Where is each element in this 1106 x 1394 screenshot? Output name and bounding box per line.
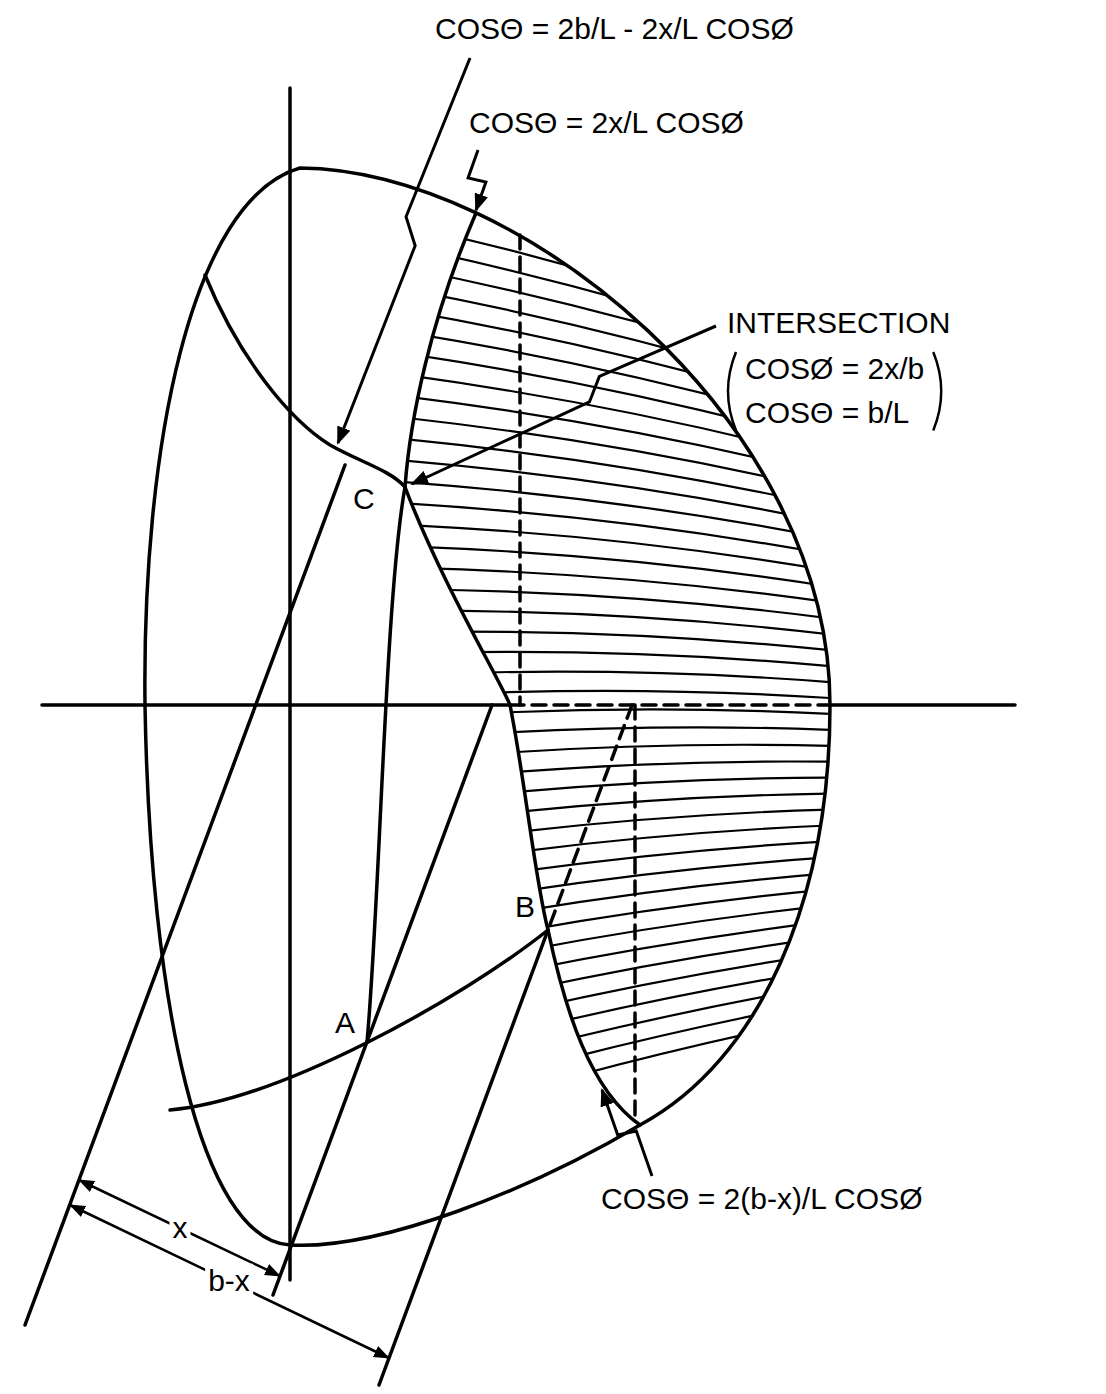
hatch-line bbox=[360, 567, 870, 608]
hatch-line bbox=[360, 589, 870, 624]
hatch-line bbox=[360, 672, 870, 686]
hatch-line bbox=[360, 793, 870, 831]
leader-line bbox=[412, 326, 716, 484]
hatch-line bbox=[360, 963, 870, 1073]
hatch-line bbox=[360, 886, 870, 963]
leader-line bbox=[602, 1090, 652, 1176]
callout-label: INTERSECTION bbox=[724, 306, 953, 341]
oblique-axis bbox=[25, 465, 345, 1325]
hatch-line bbox=[360, 709, 870, 721]
hatch-line bbox=[360, 652, 870, 670]
boundary-curve bbox=[205, 275, 405, 487]
leader-group bbox=[70, 58, 941, 1358]
hatch-line bbox=[360, 691, 870, 701]
hatch-line bbox=[360, 761, 870, 787]
dimension-label: b-x bbox=[205, 1264, 253, 1299]
point-label: B bbox=[512, 890, 538, 925]
region-boundary bbox=[405, 213, 640, 1125]
dimension-line bbox=[70, 1205, 389, 1358]
bracket bbox=[728, 352, 736, 431]
vertical-axis bbox=[288, 88, 292, 1280]
horizontal-axis bbox=[830, 703, 1015, 707]
point-label: A bbox=[332, 1006, 358, 1041]
hatch-line bbox=[360, 839, 870, 897]
parallel-line bbox=[273, 705, 492, 1295]
hatch-line bbox=[360, 932, 870, 1029]
hatch-line bbox=[360, 978, 870, 1095]
hatch-line bbox=[360, 727, 870, 743]
dimension-label: x bbox=[170, 1211, 191, 1246]
horizontal-axis bbox=[42, 703, 510, 707]
hatch-line bbox=[360, 457, 870, 531]
bracket bbox=[933, 352, 941, 431]
dimension-line bbox=[79, 1180, 280, 1276]
hatch-line bbox=[360, 1009, 870, 1139]
hatch-line bbox=[360, 809, 870, 853]
hatch-line bbox=[360, 947, 870, 1051]
hidden-line bbox=[548, 705, 632, 930]
hidden-axis bbox=[510, 703, 830, 707]
hatch-line bbox=[360, 993, 870, 1117]
equation-label: COSØ = 2x/b bbox=[742, 352, 927, 387]
hidden-line bbox=[633, 705, 637, 1118]
hatch-line bbox=[360, 632, 870, 655]
point-label: C bbox=[350, 482, 378, 517]
equation-label: COSΘ = 2(b-x)/L COSØ bbox=[598, 1182, 925, 1217]
equation-label: COSΘ = 2x/L COSØ bbox=[466, 106, 747, 141]
hidden-line bbox=[518, 235, 522, 705]
leader-line bbox=[468, 150, 486, 210]
leader-line bbox=[338, 58, 470, 443]
equation-label: COSΘ = 2b/L - 2x/L COSØ bbox=[432, 12, 797, 47]
hatch-line bbox=[360, 545, 870, 593]
equation-label: COSΘ = b/L bbox=[742, 396, 912, 431]
parallel-line bbox=[379, 930, 548, 1385]
